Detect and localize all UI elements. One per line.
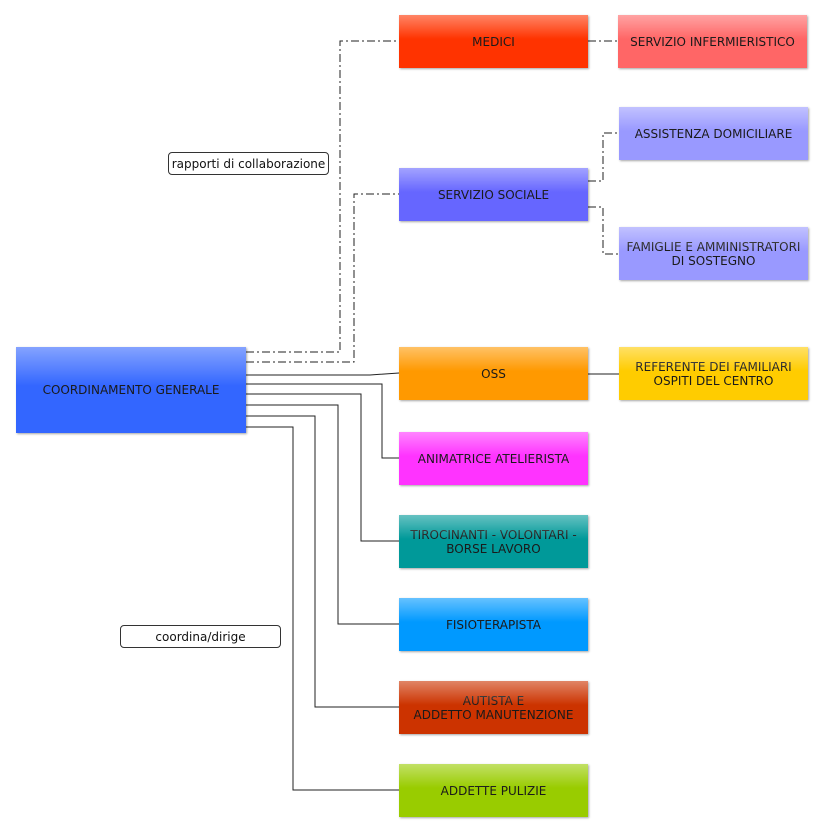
node-fisioterapista[interactable]: FISIOTERAPISTA <box>399 598 588 651</box>
link-sociale-domiciliare <box>588 132 619 182</box>
node-coordinamento-generale[interactable]: COORDINAMENTO GENERALE <box>16 347 246 433</box>
node-servizio-sociale[interactable]: SERVIZIO SOCIALE <box>399 168 588 221</box>
node-famiglie-amministratori[interactable]: FAMIGLIE E AMMINISTRATORI DI SOSTEGNO <box>619 227 808 280</box>
link-coord-oss <box>246 372 400 376</box>
node-servizio-infermieristico[interactable]: SERVIZIO INFERMIERISTICO <box>618 15 807 68</box>
link-coord-autista <box>246 415 399 708</box>
label-coordina-dirige: coordina/dirige <box>120 625 281 648</box>
link-coord-sociale <box>246 193 399 363</box>
link-coord-tirocinanti <box>246 393 399 542</box>
node-assistenza-domiciliare[interactable]: ASSISTENZA DOMICILIARE <box>619 107 808 160</box>
link-coord-animatrice <box>246 383 399 459</box>
label-rapporti-collaborazione: rapporti di collaborazione <box>168 152 329 175</box>
link-sociale-famiglie <box>588 206 619 255</box>
node-medici[interactable]: MEDICI <box>399 15 588 68</box>
node-animatrice-atelierista[interactable]: ANIMATRICE ATELIERISTA <box>399 432 588 485</box>
node-autista-manutenzione[interactable]: AUTISTA E ADDETTO MANUTENZIONE <box>399 681 588 734</box>
node-addette-pulizie[interactable]: ADDETTE PULIZIE <box>399 764 588 817</box>
node-oss[interactable]: OSS <box>399 347 588 400</box>
node-referente-familiari[interactable]: REFERENTE DEI FAMILIARI OSPITI DEL CENTR… <box>619 347 808 400</box>
link-coord-fisioterapista <box>246 404 399 625</box>
link-coord-medici <box>246 40 399 353</box>
link-coord-pulizie <box>246 426 399 791</box>
node-tirocinanti[interactable]: TIROCINANTI - VOLONTARI - BORSE LAVORO <box>399 515 588 568</box>
